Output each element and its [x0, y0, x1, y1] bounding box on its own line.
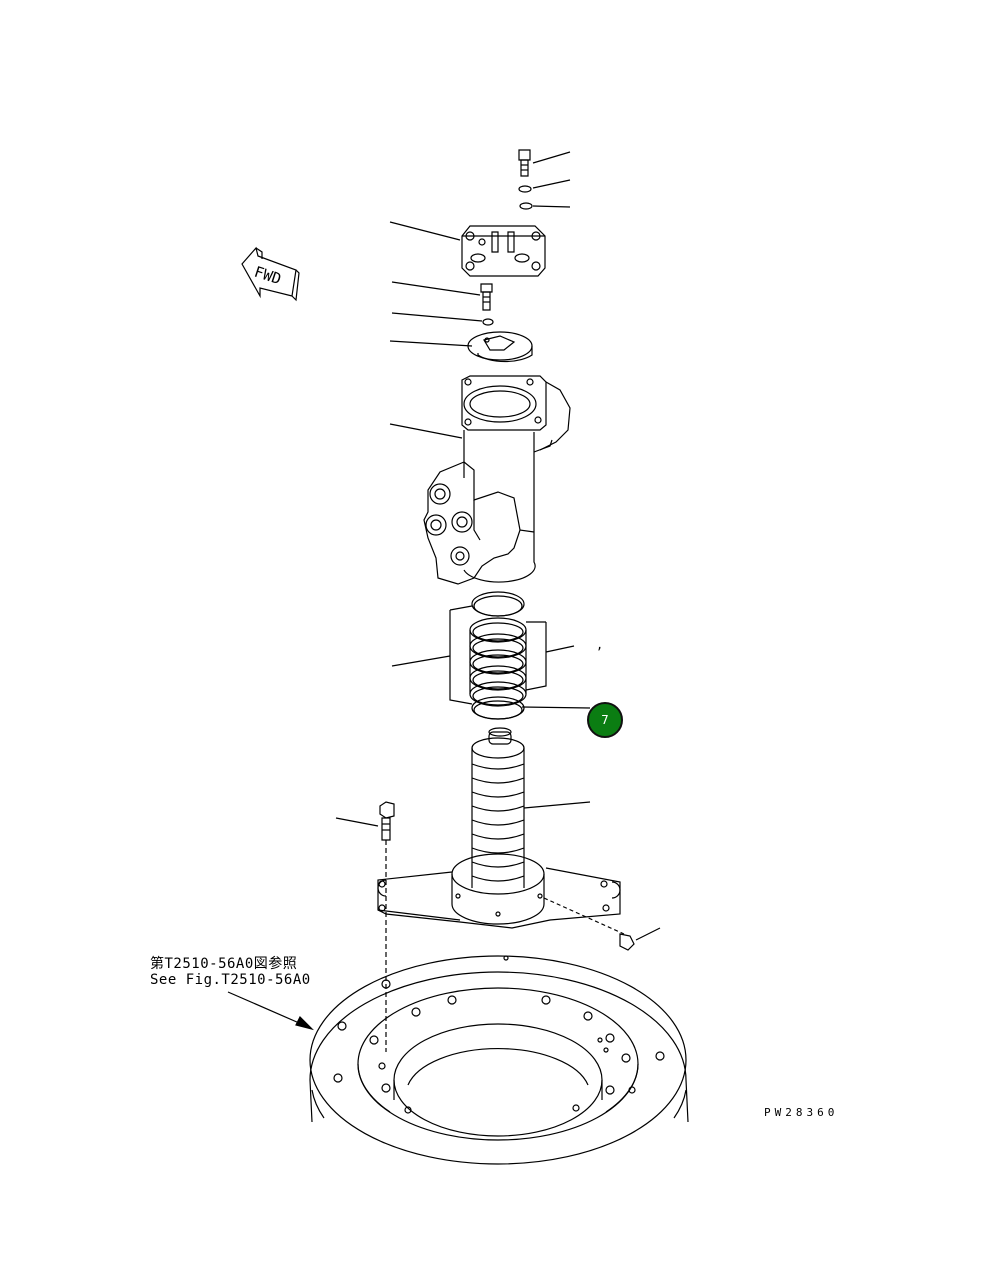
leader-line: [336, 818, 378, 826]
thrust-plate: [468, 332, 532, 361]
rotor-shaft: [452, 728, 544, 924]
swing-circle: [310, 956, 688, 1164]
fwd-label: FWD: [252, 263, 283, 288]
comma-mark: ,: [596, 638, 604, 652]
top-oring: [520, 203, 532, 209]
cover-bolt: [481, 284, 492, 310]
group-bracket-right: [526, 622, 546, 690]
callout-leader-line: [522, 707, 590, 708]
drawing-code: PW28360: [764, 1106, 839, 1119]
leader-line: [390, 341, 472, 346]
leader-line: [533, 152, 570, 163]
callout-badge-7[interactable]: 7: [587, 702, 623, 738]
reference-note-jp: 第T2510-56A0図参照: [150, 956, 298, 972]
leader-line: [546, 646, 574, 652]
leader-line: [524, 802, 590, 808]
reference-note-en: See Fig.T2510-56A0: [150, 972, 311, 988]
small-washer: [483, 319, 493, 325]
stopper-plate: [378, 868, 620, 928]
leader-line: [392, 282, 480, 295]
top-bolt: [519, 150, 530, 176]
fwd-arrow-icon: [242, 248, 299, 300]
reference-arrow: [228, 992, 312, 1029]
leader-line: [533, 180, 570, 188]
seal-stack: [470, 618, 526, 706]
leader-line: [392, 313, 482, 321]
top-washer: [519, 186, 531, 192]
oring-top: [472, 592, 524, 616]
leader-line: [533, 206, 570, 207]
leader-line: [636, 928, 660, 940]
leader-line: [390, 424, 462, 438]
group-bracket-left: [450, 610, 472, 704]
cover: [462, 226, 545, 276]
stopper-bolt: [380, 802, 394, 1052]
oring-bottom: [472, 697, 524, 719]
swivel-joint-body: [424, 376, 570, 584]
leader-line: [392, 656, 450, 666]
grease-fitting: [544, 898, 634, 950]
leader-line: [390, 222, 460, 240]
